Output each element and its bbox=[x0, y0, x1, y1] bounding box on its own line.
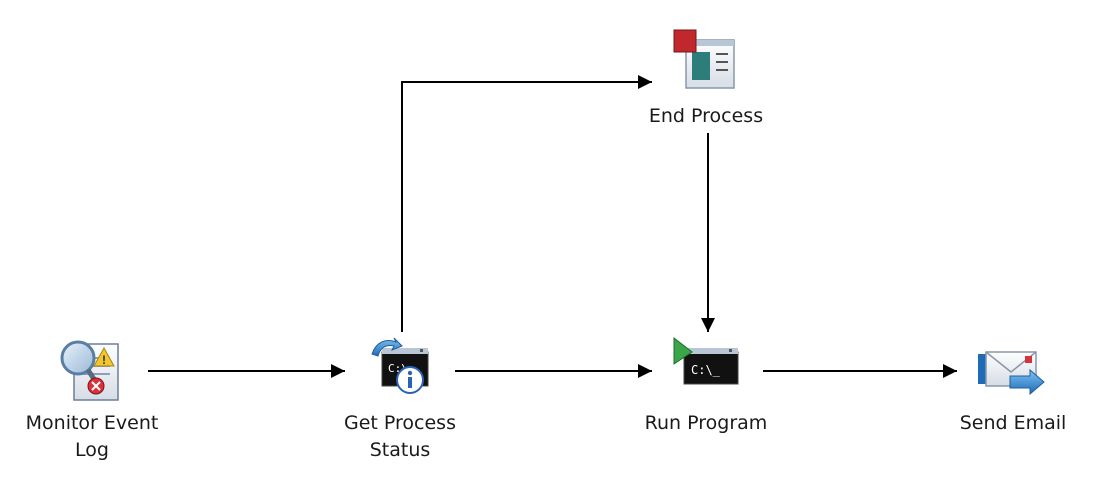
link-getstatus-to-endprocess[interactable] bbox=[401, 75, 652, 332]
event-log-icon[interactable]: ! bbox=[60, 340, 119, 401]
activity-label: Get Process Status bbox=[344, 412, 456, 461]
svg-text:C:\_: C:\_ bbox=[691, 363, 721, 377]
activity-label: Monitor Event Log bbox=[25, 412, 159, 461]
svg-text:!: ! bbox=[102, 353, 106, 367]
activity-label: Send Email bbox=[959, 412, 1067, 434]
activity-label: End Process bbox=[648, 105, 764, 127]
process-status-icon[interactable]: C:\ bbox=[371, 337, 429, 394]
send-email-icon[interactable] bbox=[978, 351, 1045, 396]
end-process-icon[interactable] bbox=[673, 29, 735, 89]
activity-label: Run Program bbox=[644, 412, 768, 434]
run-program-icon[interactable]: C:\_ bbox=[673, 336, 739, 385]
